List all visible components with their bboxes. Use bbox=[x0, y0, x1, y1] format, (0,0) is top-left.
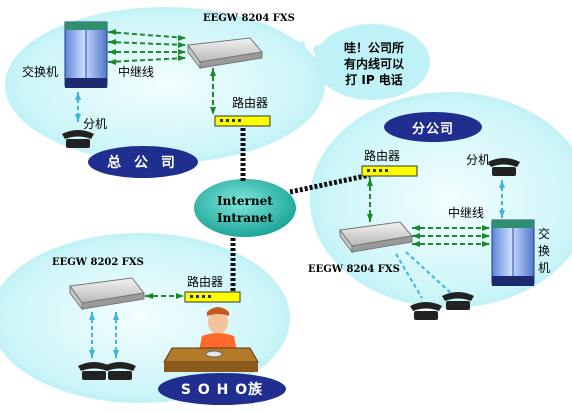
hq-cloud bbox=[5, 7, 325, 163]
callout-line-3: 打 IP 电话 bbox=[345, 73, 403, 87]
soho-router-label: 路由器 bbox=[187, 275, 224, 289]
branch-trunk-label: 中继线 bbox=[448, 206, 485, 220]
branch-phone-3 bbox=[442, 292, 474, 310]
callout-line-1: 哇！公司所 bbox=[343, 41, 404, 55]
soho-region-badge: S O H O族 bbox=[158, 373, 286, 405]
hq-phone bbox=[62, 130, 94, 148]
wan-cables bbox=[230, 128, 371, 292]
branch-region-label: 分公司 bbox=[411, 121, 454, 137]
cyan-arrowheads bbox=[75, 92, 505, 358]
hq-region-label: 总 公 司 bbox=[107, 155, 179, 171]
branch-switch-char-2: 换 bbox=[538, 244, 551, 258]
soho-person bbox=[163, 307, 259, 372]
branch-phone-2 bbox=[410, 302, 442, 320]
branch-switch bbox=[491, 219, 535, 286]
soho-phone-1 bbox=[78, 362, 110, 380]
branch-gateway-label: EEGW 8204 FXS bbox=[308, 264, 400, 275]
branch-switch-char-1: 交 bbox=[538, 227, 551, 241]
branch-router-label: 路由器 bbox=[364, 149, 401, 163]
internet-bubble bbox=[192, 177, 298, 239]
callout-line-2: 有内线可以 bbox=[343, 57, 404, 71]
callout-text: 哇！公司所 有内线可以 打 IP 电话 bbox=[339, 40, 409, 88]
branch-region-badge: 分公司 bbox=[384, 112, 482, 142]
hq-switch bbox=[64, 21, 108, 88]
internet-label: Internet bbox=[217, 194, 273, 208]
green-links bbox=[107, 31, 490, 297]
green-arrowheads bbox=[108, 29, 490, 299]
hq-region-badge: 总 公 司 bbox=[88, 146, 198, 178]
hq-switch-label: 交换机 bbox=[22, 65, 59, 79]
soho-gateway-label: EEGW 8202 FXS bbox=[52, 257, 144, 268]
hq-router-label: 路由器 bbox=[232, 96, 269, 110]
soho-router bbox=[184, 291, 241, 303]
soho-gateway bbox=[69, 277, 145, 311]
hq-trunk-label: 中继线 bbox=[118, 65, 155, 79]
soho-region-label: S O H O族 bbox=[180, 382, 264, 398]
branch-switch-char-3: 机 bbox=[538, 261, 551, 275]
soho-phone-2 bbox=[104, 362, 136, 380]
hq-extension-label: 分机 bbox=[83, 117, 108, 131]
hq-router bbox=[214, 115, 271, 127]
hq-gateway-label: EEGW 8204 FXS bbox=[203, 13, 295, 24]
hq-gateway bbox=[187, 37, 263, 70]
branch-phone bbox=[488, 158, 520, 176]
branch-extension-label: 分机 bbox=[466, 153, 491, 167]
callout-bubble bbox=[298, 24, 430, 100]
branch-router bbox=[361, 165, 418, 177]
intranet-label: Intranet bbox=[217, 211, 273, 225]
branch-switch-label: 交 换 机 bbox=[538, 226, 552, 277]
